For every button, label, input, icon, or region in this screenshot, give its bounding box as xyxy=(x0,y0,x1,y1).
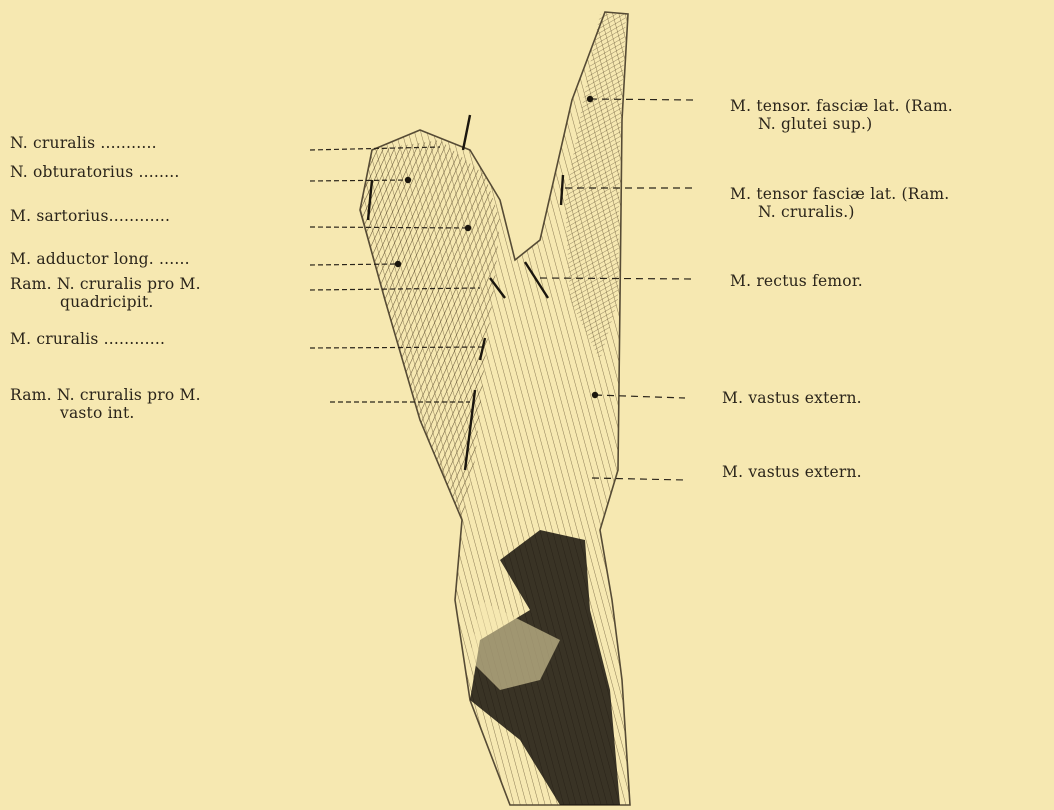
label-line: quadricipit. xyxy=(10,293,201,311)
label-line: M. tensor fasciæ lat. (Ram. xyxy=(730,185,949,203)
label-ram-n-cruralis-quadricipit: Ram. N. cruralis pro M. quadricipit. xyxy=(10,275,201,311)
label-n-cruralis: N. cruralis ........... xyxy=(10,134,157,152)
label-line: Ram. N. cruralis pro M. xyxy=(10,386,201,404)
label-ram-n-cruralis-vasto-int: Ram. N. cruralis pro M. vasto int. xyxy=(10,386,201,422)
label-line: M. vastus extern. xyxy=(722,463,862,481)
label-m-cruralis: M. cruralis ............ xyxy=(10,330,165,348)
label-line: M. tensor. fasciæ lat. (Ram. xyxy=(730,97,953,115)
label-m-sartorius: M. sartorius............ xyxy=(10,207,170,225)
label-m-vastus-extern-2: M. vastus extern. xyxy=(722,463,862,481)
label-m-adductor-long: M. adductor long. ...... xyxy=(10,250,190,268)
label-line: Ram. N. cruralis pro M. xyxy=(10,275,201,293)
label-m-rectus-femor: M. rectus femor. xyxy=(730,272,863,290)
label-line: N. cruralis.) xyxy=(730,203,949,221)
label-m-vastus-extern-1: M. vastus extern. xyxy=(722,389,862,407)
label-n-obturatorius: N. obturatorius ........ xyxy=(10,163,180,181)
label-line: M. sartorius............ xyxy=(10,207,170,225)
label-m-tensor-fasciae-lat-glutei: M. tensor. fasciæ lat. (Ram. N. glutei s… xyxy=(730,97,953,133)
label-line: M. adductor long. ...... xyxy=(10,250,190,268)
label-line: M. vastus extern. xyxy=(722,389,862,407)
label-line: M. cruralis ............ xyxy=(10,330,165,348)
label-line: vasto int. xyxy=(10,404,201,422)
label-line: M. rectus femor. xyxy=(730,272,863,290)
label-line: N. cruralis ........... xyxy=(10,134,157,152)
label-line: N. obturatorius ........ xyxy=(10,163,180,181)
label-m-tensor-fasciae-lat-cruralis: M. tensor fasciæ lat. (Ram. N. cruralis.… xyxy=(730,185,949,221)
label-line: N. glutei sup.) xyxy=(730,115,953,133)
